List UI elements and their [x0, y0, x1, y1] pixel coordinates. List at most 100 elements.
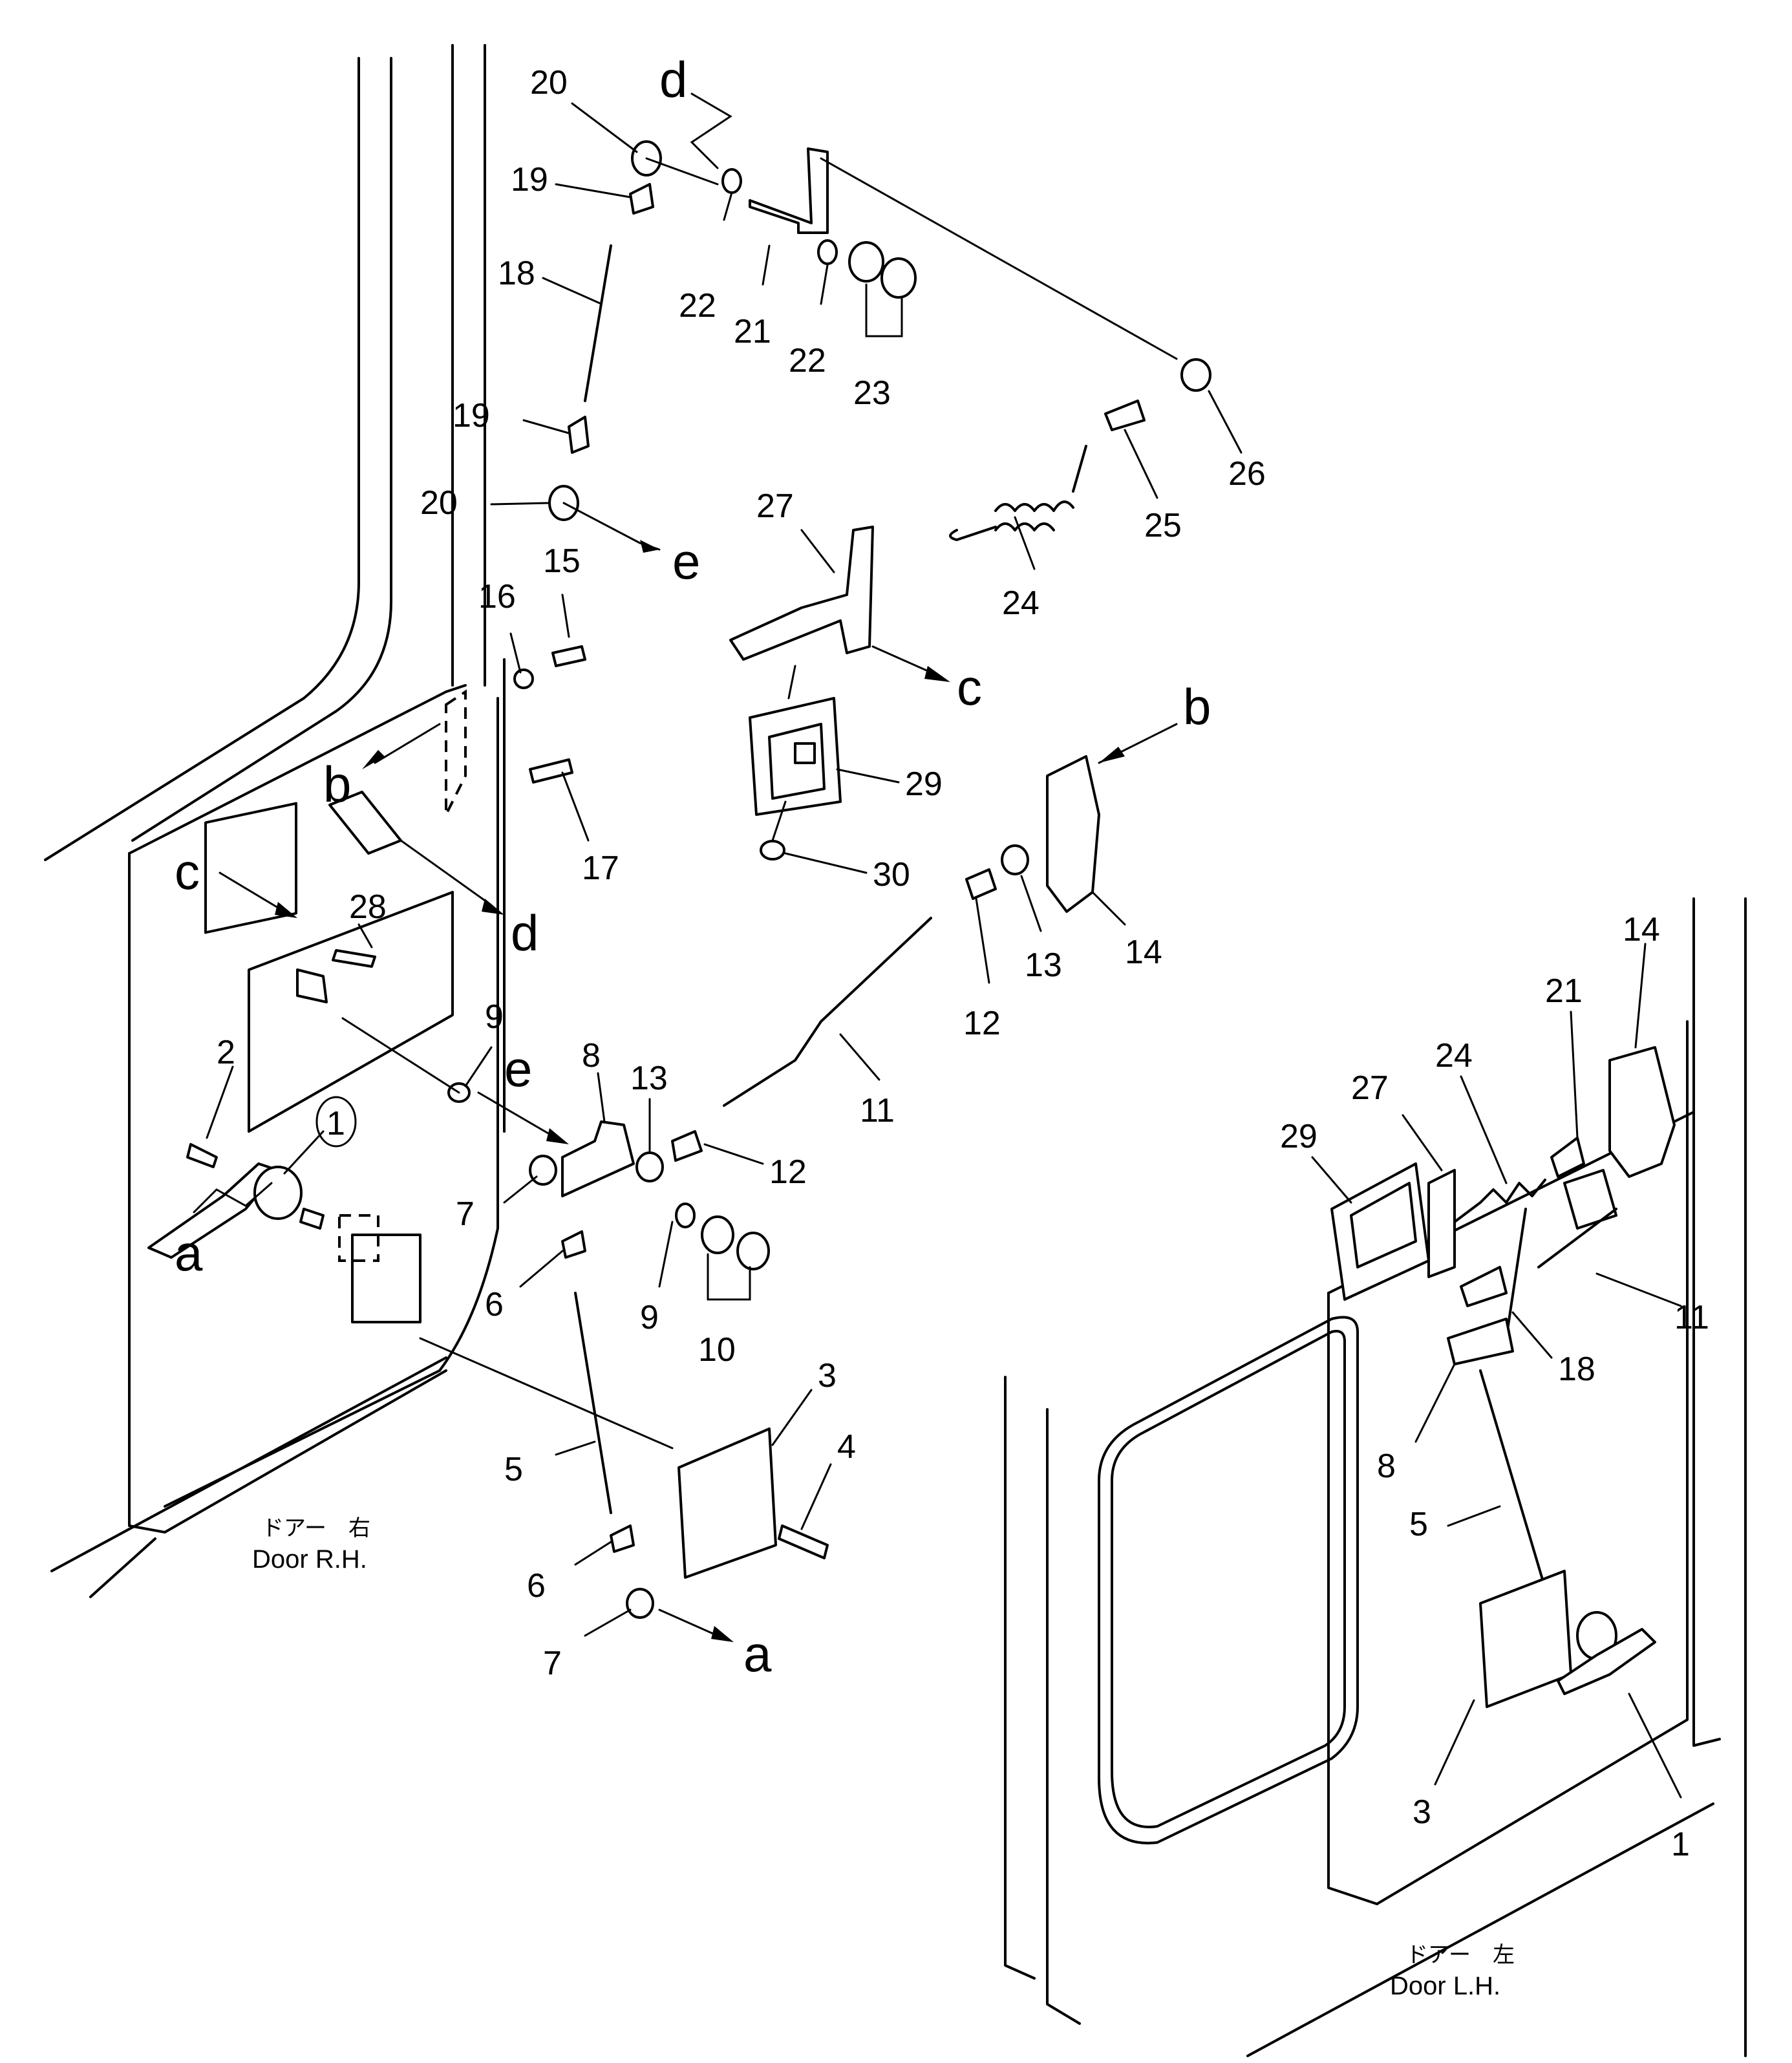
bushing-7-top [529, 1155, 557, 1186]
ref-b-door: b [323, 756, 351, 813]
label-13b: 13 [630, 1060, 668, 1097]
ref-b-latch: b [1183, 678, 1211, 735]
ref-c-door: c [175, 843, 200, 900]
label-6a: 6 [485, 1286, 504, 1323]
lh-plate-8 [1447, 1318, 1514, 1365]
bushing-26 [1180, 358, 1211, 392]
label-14: 14 [1125, 934, 1162, 971]
label-12b: 12 [769, 1153, 807, 1191]
outside-handle-rh [147, 645, 586, 1259]
caption-lh: Door L.H. [1390, 1972, 1500, 2000]
washer-9-lower [675, 1203, 696, 1228]
label-17: 17 [582, 850, 619, 887]
label-6b: 6 [527, 1567, 546, 1605]
clip-25 [1104, 400, 1146, 431]
label-30: 30 [873, 856, 910, 893]
arrow-c [924, 666, 950, 682]
bushing-13-top [1001, 844, 1029, 875]
washer-22b [817, 239, 838, 265]
cab-frame-rh [44, 44, 506, 1598]
bolt-2 [186, 1143, 218, 1168]
plate-3 [677, 1427, 777, 1579]
block-e [296, 968, 328, 1003]
nut-10a [701, 1215, 734, 1254]
bolt-28 [332, 949, 376, 968]
spring-rod-24 [949, 400, 1146, 541]
lh-latch-14 [1608, 1046, 1676, 1178]
washer-22a [721, 168, 742, 194]
arrow-b-door [362, 750, 385, 769]
lh-callouts: 14 21 24 27 29 11 18 8 5 3 1 [1280, 911, 1709, 1863]
label-11: 11 [860, 1092, 895, 1129]
lh-label-14: 14 [1623, 911, 1660, 948]
label-20a: 20 [530, 64, 568, 102]
arrow-b-latch [1099, 747, 1125, 763]
door-rh-panel [128, 684, 467, 1534]
label-16: 16 [478, 578, 516, 615]
clip-19-top [629, 183, 654, 215]
rod-11 [635, 917, 932, 1182]
lh-spring-24 [1453, 1179, 1546, 1223]
lock-cutout-rh [204, 802, 297, 934]
label-15: 15 [543, 542, 581, 580]
arrow-c-door [275, 902, 297, 918]
bracket-27 [729, 526, 874, 661]
label-27: 27 [756, 487, 794, 525]
arrow-a [711, 1626, 734, 1642]
lh-label-8: 8 [1377, 1448, 1396, 1485]
nut-16 [513, 668, 534, 689]
bolt-4 [778, 1524, 829, 1559]
lh-bracket-top [1460, 1266, 1508, 1307]
latch-14 [965, 723, 1178, 913]
lh-label-5: 5 [1409, 1506, 1428, 1543]
lh-bracket-27 [1427, 1169, 1456, 1278]
door-lh-assembly [1004, 897, 1747, 2057]
label-13a: 13 [1025, 946, 1062, 984]
handle-1-shaft [299, 1208, 325, 1230]
bushing-7-bottom [626, 1588, 654, 1619]
plate-8-group [341, 1017, 770, 1270]
lh-label-21: 21 [1545, 972, 1583, 1010]
nut-23b [880, 257, 917, 299]
label-22a: 22 [679, 287, 716, 325]
label-18: 18 [498, 255, 535, 292]
plate-8 [561, 1120, 635, 1197]
label-4: 4 [837, 1428, 856, 1466]
upper-rod-assembly [548, 140, 719, 553]
bolt-17 [529, 758, 573, 784]
rh-callouts: 20 19 18 19 20 16 15 17 28 22 21 22 23 2… [206, 64, 1266, 1682]
clip-12-bottom [671, 1130, 703, 1162]
label-28: 28 [349, 888, 387, 926]
lh-label-11: 11 [1674, 1299, 1709, 1336]
lh-plate-block [1563, 1169, 1617, 1230]
label-10: 10 [698, 1331, 736, 1369]
caption-door-rh: ドアー 右 Door R.H. [252, 1515, 370, 1574]
label-7b: 7 [543, 1645, 562, 1682]
lh-bracket-21 [1550, 1137, 1585, 1178]
label-8: 8 [582, 1037, 601, 1074]
label-23: 23 [853, 374, 891, 412]
handle-1-base [253, 1166, 303, 1220]
ref-e-door: e [504, 1040, 532, 1097]
bracket-21-group [721, 147, 1211, 392]
label-26: 26 [1228, 455, 1266, 493]
label-12a: 12 [963, 1005, 1001, 1042]
label-20b: 20 [420, 484, 458, 522]
label-19a: 19 [511, 161, 548, 198]
label-7a: 7 [456, 1195, 475, 1233]
bracket-21 [749, 147, 829, 234]
label-5: 5 [504, 1451, 523, 1488]
label-21: 21 [734, 313, 771, 350]
label-2: 2 [217, 1034, 235, 1071]
cover-plate-rh [351, 1234, 421, 1323]
clip-12-top [965, 868, 997, 900]
ref-c-bracket: c [957, 659, 982, 716]
arrow-d [482, 899, 504, 915]
ref-d-top: d [659, 51, 687, 108]
lh-label-29: 29 [1280, 1118, 1317, 1155]
lh-label-24: 24 [1435, 1037, 1473, 1074]
rod-5-group [419, 1292, 829, 1642]
nut-10b [736, 1232, 770, 1270]
handle-29-square [794, 742, 816, 764]
clip-19-bottom [568, 416, 590, 454]
